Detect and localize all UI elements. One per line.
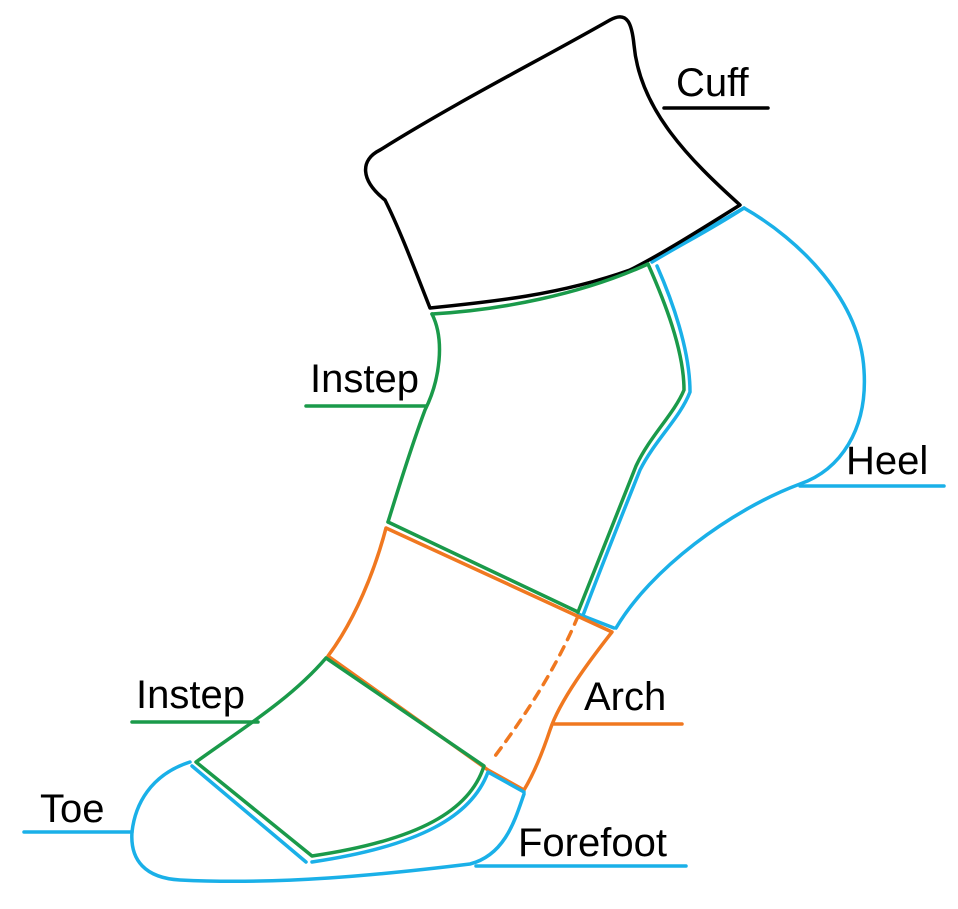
lower-instep-outline [194,656,486,858]
heel-region [576,206,867,630]
label-instep-upper: Instep [304,357,428,408]
arch-region [326,526,614,792]
heel-base [576,612,616,630]
upper-instep-region [386,262,686,614]
label-cuff: Cuff [662,61,770,110]
label-forefoot: Forefoot [474,821,688,868]
label-instep-upper-text: Instep [310,357,419,401]
label-toe-text: Toe [40,787,105,831]
label-instep-lower: Instep [130,673,260,724]
arch-dashed-divider [490,614,580,762]
toe-forefoot-region [130,760,526,884]
label-forefoot-text: Forefoot [518,821,667,865]
label-toe: Toe [22,787,134,834]
label-arch: Arch [552,675,684,726]
heel-inner-border [580,264,692,620]
label-instep-lower-text: Instep [136,673,245,717]
upper-instep-right [576,262,686,614]
toe-outline [130,760,526,884]
label-arch-text: Arch [584,675,666,719]
lower-instep-region [194,656,486,858]
label-heel-text: Heel [846,439,928,483]
label-cuff-text: Cuff [676,61,750,105]
upper-instep-left [386,312,442,524]
upper-instep-top [430,262,650,316]
toe-inner-border [190,764,308,864]
label-heel: Heel [798,439,946,488]
upper-instep-bottom [386,520,580,614]
arch-outline [326,526,614,792]
heel-outline [614,206,867,630]
heel-cuff-border [650,206,746,264]
forefoot-inner-border [310,770,526,864]
